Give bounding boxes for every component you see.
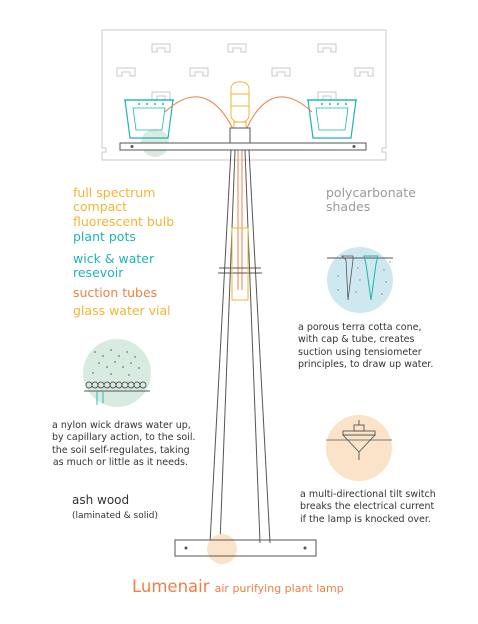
- title-main: Lumenair: [132, 577, 210, 596]
- label-suction-tubes: suction tubes: [73, 285, 158, 300]
- label-bulb-line: full spectrum: [73, 185, 156, 200]
- tilt-line: a multi-directional tilt switch: [300, 489, 436, 500]
- label-shades-line: shades: [326, 199, 371, 215]
- plant-pot-left-dots: [138, 103, 164, 105]
- tilt-line: if the lamp is knocked over.: [300, 513, 431, 525]
- label-tilt-description: a multi-directional tilt switch breaks t…: [300, 489, 436, 526]
- slot: [271, 67, 291, 77]
- title-subtitle: air purifying plant lamp: [214, 582, 344, 595]
- label-glass-vial: glass water vial: [73, 303, 171, 318]
- label-shades-line: polycarbonate: [326, 185, 416, 200]
- label-shades: polycarbonate shades: [326, 185, 416, 215]
- cone-line: suction using tensiometer: [298, 346, 422, 358]
- tilt-line: breaks the electrical current: [300, 501, 435, 513]
- shade-panel: [101, 29, 387, 161]
- label-bulb-line: compact: [73, 199, 128, 215]
- label-bulb-line: fluorescent bulb: [73, 213, 175, 229]
- shade-slots: [116, 43, 374, 101]
- nylon-line: a nylon wick draws water up,: [52, 420, 191, 431]
- tilt-switch-highlight: [207, 534, 237, 564]
- wick-detail-icon: [83, 339, 151, 407]
- tilt-switch-detail-icon: [326, 415, 392, 481]
- slot: [317, 91, 337, 101]
- slot: [151, 91, 171, 101]
- label-wick-reservoir: wick & water resevoir: [73, 251, 155, 281]
- bulb-socket: [229, 127, 251, 144]
- label-wick-line: wick & water: [73, 251, 155, 266]
- bulb-icon: [230, 81, 250, 131]
- label-plant-pots: plant pots: [73, 229, 136, 244]
- top-arm: [119, 142, 367, 151]
- slot: [189, 67, 209, 77]
- page-title: Lumenair air purifying plant lamp: [132, 577, 344, 597]
- plant-pot-right: [307, 99, 357, 139]
- label-wick-line: resevoir: [73, 265, 124, 281]
- slot: [227, 43, 247, 53]
- label-bulb: full spectrum compact fluorescent bulb: [73, 185, 175, 229]
- slot: [151, 43, 171, 53]
- label-nylon-description: a nylon wick draws water up, by capillar…: [52, 420, 196, 469]
- nylon-line: the soil self-regulates, taking: [52, 444, 190, 456]
- lamp-base: [174, 539, 317, 557]
- glass-water-vial: [231, 227, 249, 301]
- label-ash-wood-detail: (laminated & solid): [72, 511, 158, 521]
- plant-pot-left: [124, 99, 174, 139]
- slot: [116, 67, 136, 77]
- nylon-line: as much or little as it needs.: [52, 457, 188, 469]
- slot: [317, 43, 337, 53]
- cone-detail-icon: [327, 247, 393, 313]
- plant-pot-right-dots: [321, 103, 347, 105]
- cone-line: principles, to draw up water.: [298, 359, 434, 371]
- suction-tubes: [164, 96, 313, 290]
- lamp-stand: [209, 149, 271, 544]
- cone-line: with cap & tube, creates: [298, 334, 415, 346]
- slot: [354, 67, 374, 77]
- nylon-line: by capillary action, to the soil.: [52, 432, 196, 444]
- label-cone-description: a porous terra cotta cone, with cap & tu…: [298, 322, 433, 371]
- label-ash-wood: ash wood: [72, 493, 130, 507]
- cone-line: a porous terra cotta cone,: [298, 322, 422, 333]
